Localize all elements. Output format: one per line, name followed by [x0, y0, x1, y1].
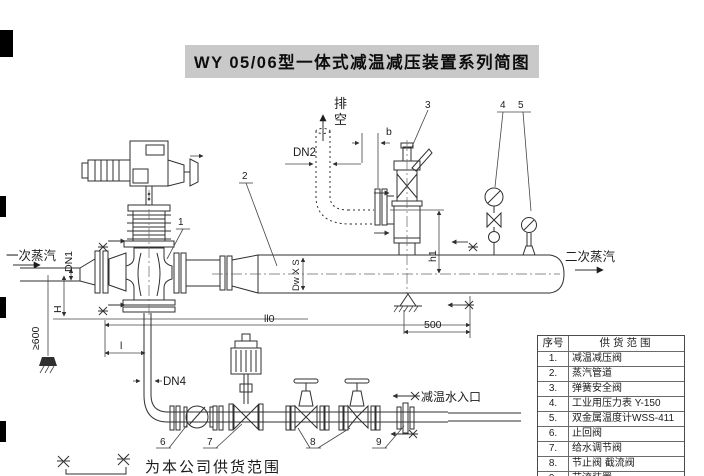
vent-label: 排空 — [334, 96, 348, 127]
dim-h: H — [52, 305, 64, 313]
top-dimensions — [285, 133, 471, 338]
drawing-title: WY 05/06型一体式减温减压装置系列简图 — [185, 45, 540, 78]
table-row: 8.节止阀 截流阀 — [538, 456, 684, 471]
row-no: 6. — [538, 427, 569, 441]
secondary-steam-label: 二次蒸汽 — [565, 250, 616, 264]
stop-valve-2 — [344, 378, 370, 430]
anchor-symbol — [39, 357, 57, 366]
handwheel — [293, 378, 319, 384]
row-item: 给水调节阀 — [572, 443, 622, 454]
table-row: 3.弹簧安全阀 — [538, 381, 684, 396]
dim-b: b — [386, 126, 392, 138]
vent-pipe — [315, 114, 374, 225]
safety-valve — [374, 140, 433, 294]
row-no: 3. — [538, 382, 569, 396]
table-header-row: 序号 供货范围 — [538, 336, 684, 351]
handwheel — [344, 378, 370, 384]
row-item: 蒸汽管道 — [572, 368, 612, 379]
supply-boundary-marker — [451, 239, 478, 252]
dim-ll0: ll0 — [264, 313, 275, 325]
throttle-device — [396, 402, 415, 434]
callout-4: 4 — [500, 100, 506, 111]
row-no: 1. — [538, 352, 569, 366]
dim-dw: Dw X S — [291, 259, 302, 291]
scan-edge-mark — [0, 30, 13, 57]
table-row: 1.减温减压阀 — [538, 351, 684, 366]
row-no: 9. — [538, 472, 569, 476]
feedwater-control-valve — [228, 333, 264, 431]
row-item: 减温减压阀 — [572, 353, 622, 364]
safety-valve-lever — [411, 148, 433, 172]
supply-boundary-marker — [392, 391, 420, 401]
dim-dn4: DN4 — [163, 376, 187, 388]
row-no: 5. — [538, 412, 569, 426]
primary-steam-label: 一次蒸汽 — [6, 249, 57, 263]
table-row: 5.双金属温度计WSS-411 — [538, 411, 684, 426]
dim-dn2: DN2 — [293, 147, 317, 159]
callout-6: 6 — [160, 437, 166, 448]
handwheel — [184, 153, 204, 187]
stop-valve-1 — [293, 378, 319, 430]
electric-actuator — [81, 140, 204, 205]
row-no: 8. — [538, 457, 569, 471]
supply-boundary-marker — [447, 300, 474, 310]
gauge-valve — [486, 211, 495, 229]
callout-1: 1 — [178, 217, 184, 228]
supply-boundary-marker — [98, 302, 126, 316]
supply-scope-legend-symbol — [57, 453, 130, 475]
siphon-loop — [488, 231, 500, 243]
callout-leaders — [156, 109, 532, 449]
callout-3: 3 — [425, 100, 431, 111]
row-no: 7. — [538, 442, 569, 456]
supply-scope-table: 序号 供货范围 1.减温减压阀 2.蒸汽管道 3.弹簧安全阀 4.工业用压力表 … — [537, 335, 685, 476]
thermometer — [521, 217, 537, 256]
pressure-gauge-assembly — [484, 187, 504, 255]
left-dimensions — [39, 268, 471, 374]
reducing-valve-body — [94, 190, 187, 316]
dim-min600: ≥600 — [30, 326, 42, 350]
supply-boundary-marker — [390, 429, 418, 439]
supply-boundary-marker — [98, 238, 126, 252]
dim-h1: h1 — [427, 250, 439, 262]
supply-scope-note: 为本公司供货范围 — [145, 459, 282, 476]
callout-2: 2 — [242, 171, 248, 182]
table-header-scope: 供货范围 — [599, 337, 654, 349]
dim-dn1: DN1 — [63, 250, 75, 272]
row-item: 止回阀 — [572, 428, 602, 439]
callout-7: 7 — [207, 437, 213, 448]
water-inlet-label: 减温水入口 — [421, 390, 482, 404]
main-steam-pipe — [212, 254, 565, 294]
scan-edge-mark — [0, 196, 6, 217]
pipe-support — [393, 293, 422, 313]
table-row: 4.工业用压力表 Y-150 — [538, 396, 684, 411]
row-item: 节止阀 截流阀 — [572, 458, 635, 469]
pressure-gauge — [484, 187, 504, 207]
callout-5: 5 — [518, 100, 524, 111]
check-valve — [183, 405, 214, 429]
spray-water-line — [133, 313, 521, 434]
table-row: 9.节流装置 — [538, 471, 684, 476]
row-item: 双金属温度计WSS-411 — [572, 413, 675, 424]
callout-9: 9 — [376, 437, 382, 448]
table-row: 6.止回阀 — [538, 426, 684, 441]
scan-edge-mark — [0, 297, 6, 318]
row-no: 4. — [538, 397, 569, 411]
table-row: 2.蒸汽管道 — [538, 366, 684, 381]
callout-8: 8 — [310, 437, 316, 448]
supply-boundary-markers — [98, 190, 478, 439]
dim-l: l — [120, 340, 123, 352]
row-item: 工业用压力表 Y-150 — [572, 398, 661, 409]
row-item: 弹簧安全阀 — [572, 383, 622, 394]
dim-500: 500 — [424, 319, 442, 331]
table-header-no: 序号 — [538, 336, 569, 351]
table-row: 7.给水调节阀 — [538, 441, 684, 456]
row-item: 节流装置 — [569, 472, 684, 476]
row-no: 2. — [538, 367, 569, 381]
scan-edge-mark — [0, 421, 6, 442]
